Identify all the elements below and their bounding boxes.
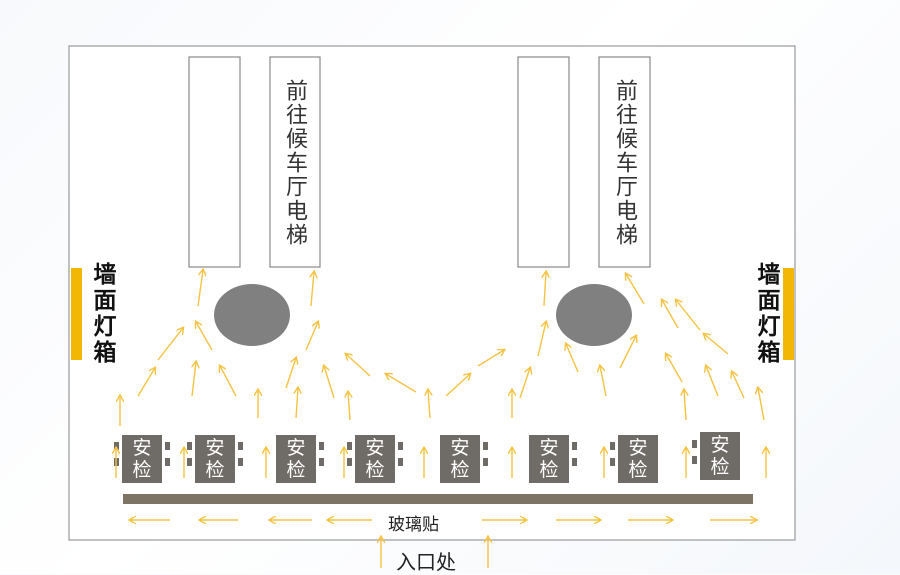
security-check-label: 安检 xyxy=(205,437,225,481)
security-unit xyxy=(700,432,740,480)
glass-bar xyxy=(123,494,753,504)
wall-lightbox-label-left: 墙面灯箱 xyxy=(89,262,115,366)
security-unit xyxy=(195,435,235,483)
security-check-label: 安检 xyxy=(365,437,385,481)
security-unit xyxy=(355,435,395,483)
pillar-left xyxy=(214,284,290,346)
elevator-label-right: 前往候车厅电梯 xyxy=(612,79,637,247)
elevator-box-right-b xyxy=(598,56,651,268)
elevator-label-left: 前往候车厅电梯 xyxy=(282,79,307,247)
wall-lightbox-right xyxy=(783,268,794,360)
security-unit xyxy=(440,435,480,483)
wall-lightbox-label-right: 墙面灯箱 xyxy=(753,262,779,366)
security-check-label: 安检 xyxy=(450,437,470,481)
security-unit xyxy=(276,435,316,483)
security-check-label: 安检 xyxy=(710,434,730,478)
entrance-label: 入口处 xyxy=(396,550,456,574)
elevator-box-left-b xyxy=(269,56,321,268)
security-unit xyxy=(618,435,658,483)
flow-arrows xyxy=(116,270,766,568)
elevator-box-left-a xyxy=(188,56,241,268)
security-check-label: 安检 xyxy=(539,437,559,481)
security-check-label: 安检 xyxy=(132,437,152,481)
security-unit xyxy=(529,435,569,483)
glass-label: 玻璃贴 xyxy=(386,510,441,535)
security-check-label: 安检 xyxy=(628,437,648,481)
security-units xyxy=(114,432,740,483)
security-check-label: 安检 xyxy=(286,437,306,481)
elevator-box-right-a xyxy=(517,56,570,268)
wall-lightbox-left xyxy=(71,268,82,360)
pillar-right xyxy=(556,284,632,346)
security-unit xyxy=(122,435,162,483)
